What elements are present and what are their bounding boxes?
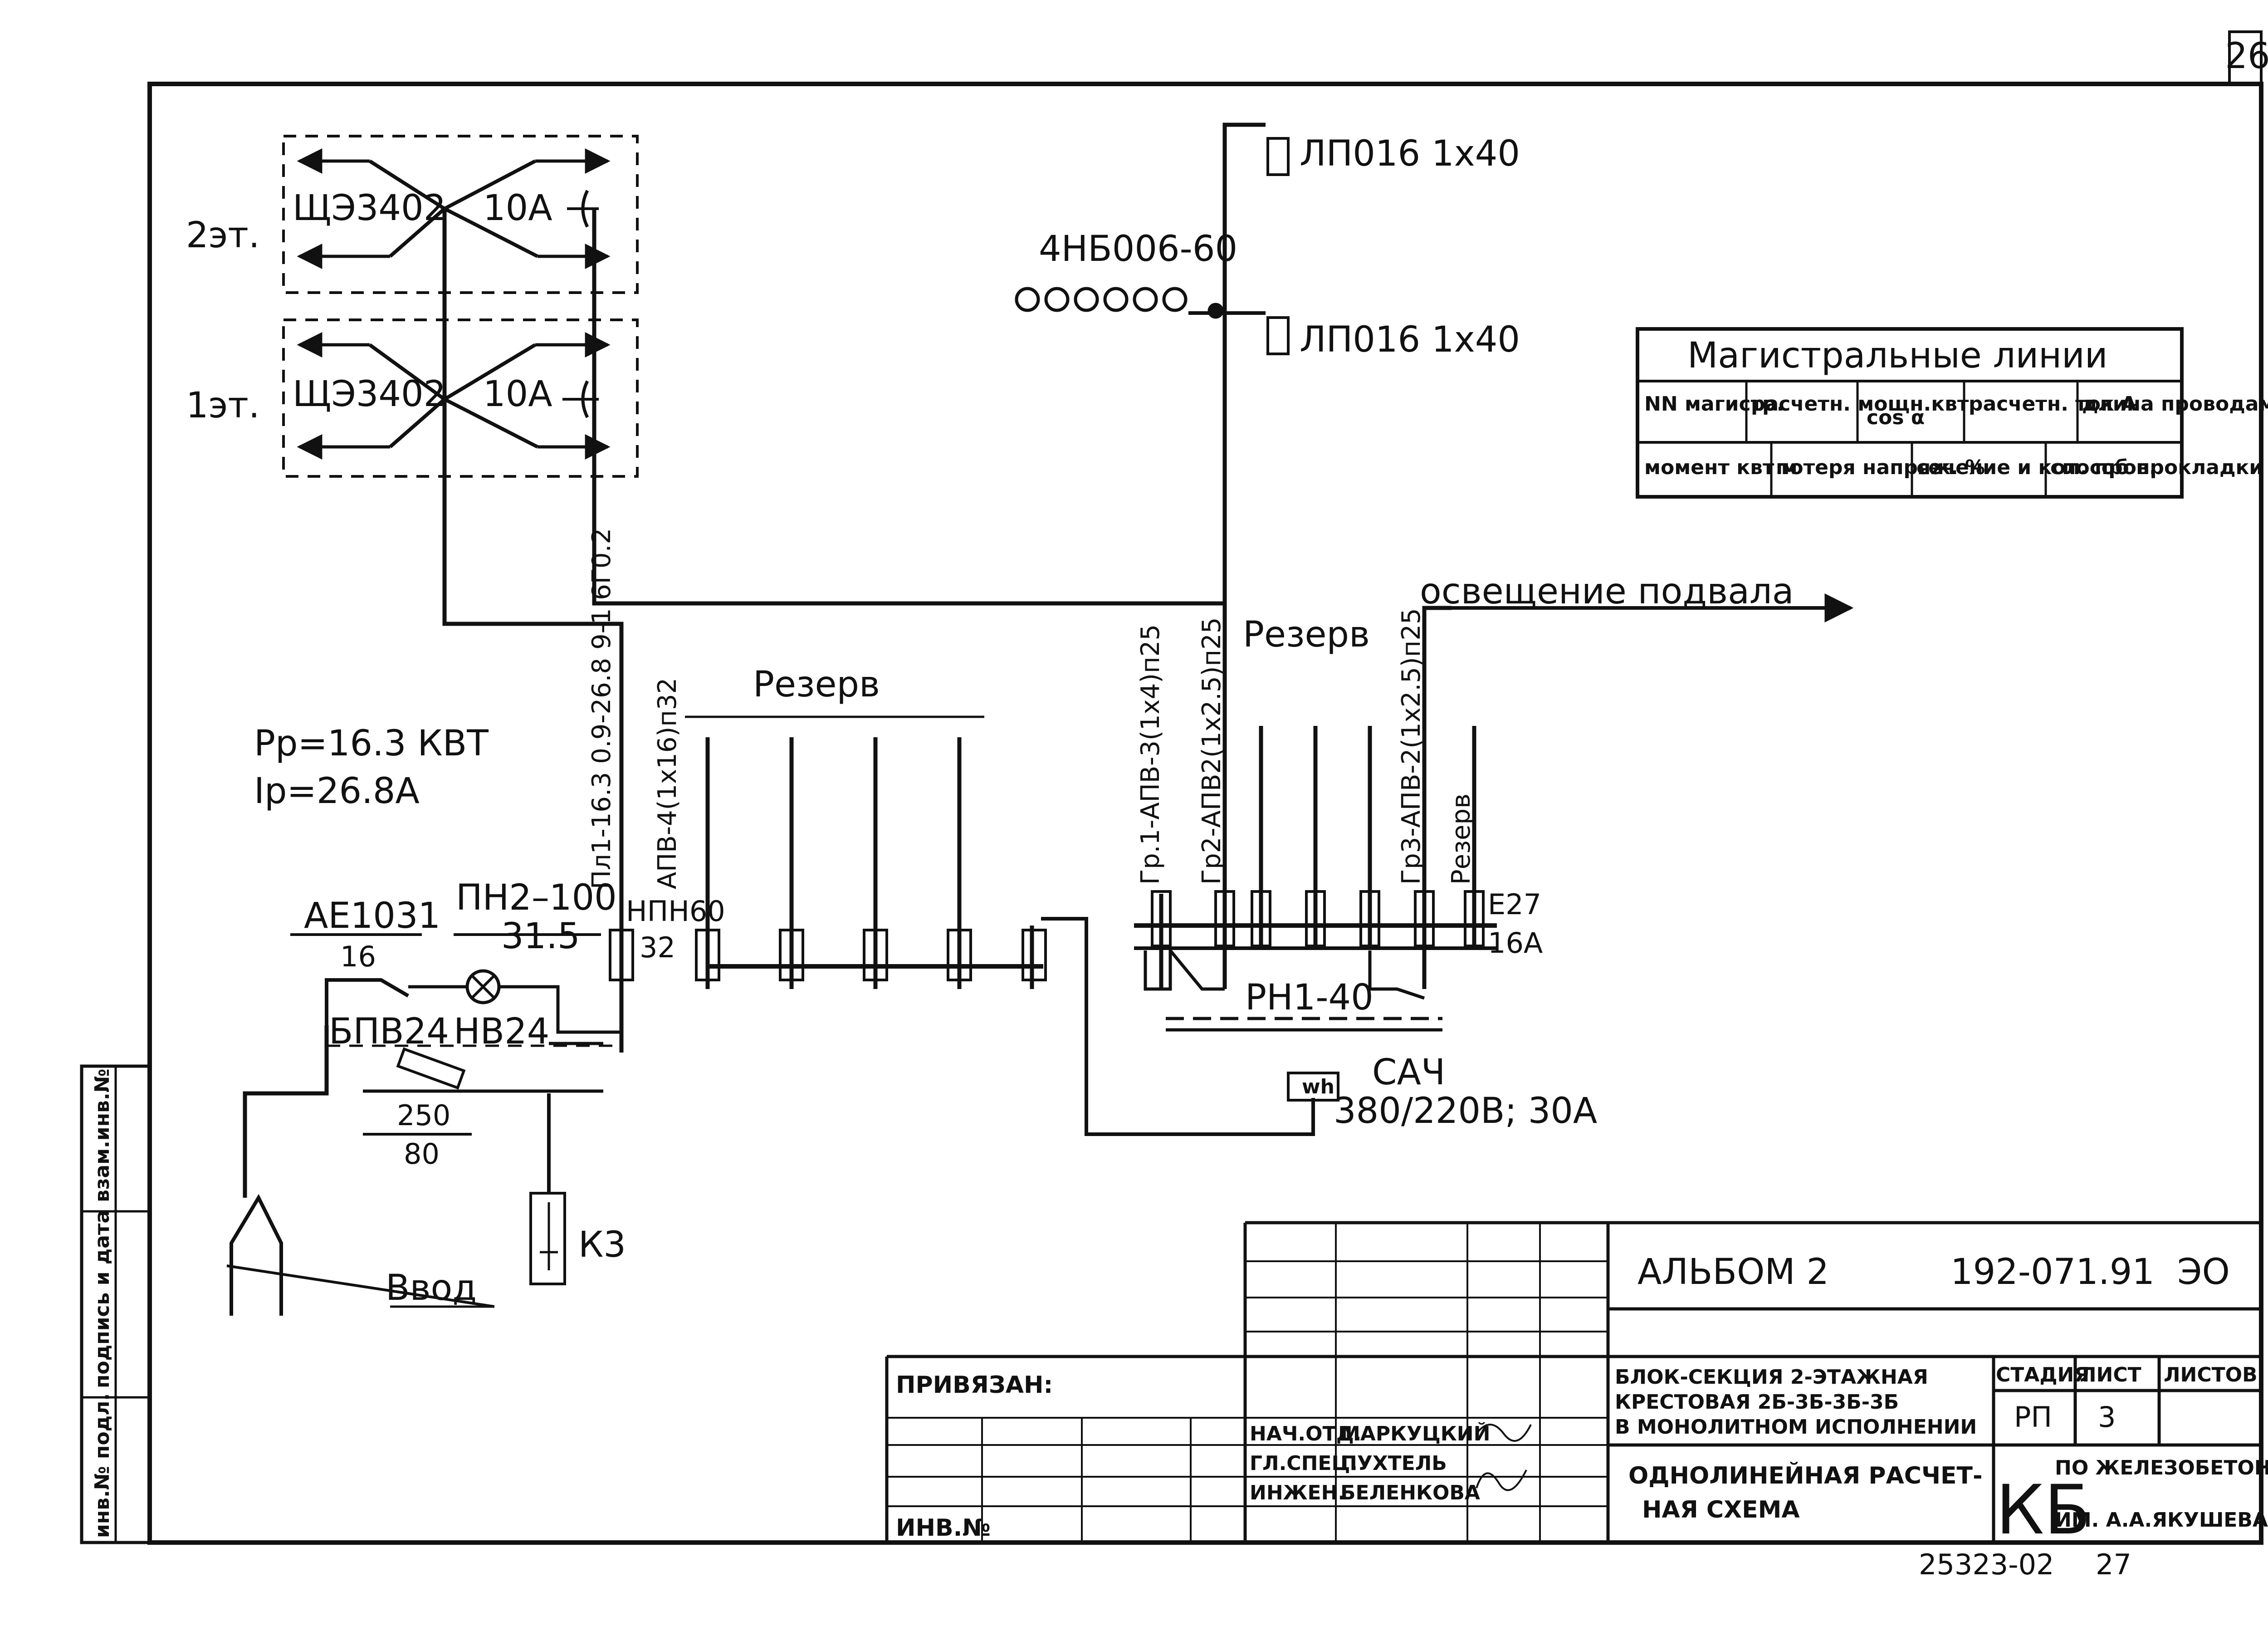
title-block-frame [885, 1221, 2261, 1543]
floor1-panel [282, 318, 639, 478]
footer-number: 25323-02 [1919, 1548, 2054, 1581]
lamp-label: НВ24 [454, 1011, 549, 1052]
role-label: ГЛ.СПЕЦ. [1250, 1452, 1358, 1475]
fuse-symbol [396, 1047, 466, 1090]
sheet-number: 26 [2225, 36, 2268, 77]
fuse-frac-top: 250 [397, 1099, 450, 1132]
fixture-bottom [1266, 316, 1290, 355]
fixture-top [1266, 137, 1290, 176]
footer-page: 27 [2096, 1548, 2131, 1581]
group3-spec: Гр3-АПВ-2(1х2.5)п25 [1397, 608, 1426, 885]
legend-cell: NN магистр. [1644, 392, 1784, 416]
fuse-frac-bottom: 80 [404, 1137, 440, 1171]
role-name: ПУХТЕЛЬ [1340, 1452, 1447, 1475]
entry-label: Ввод [386, 1268, 477, 1308]
legend-cell: способ прокладки [2050, 456, 2263, 479]
breaker-rating: 16 [340, 940, 376, 973]
switch-label: РН1-40 [1245, 977, 1374, 1018]
design-current: Iр=26.8А [254, 771, 420, 812]
drawing-frame [147, 82, 2263, 1545]
right-fuse-current: 16А [1488, 926, 1543, 960]
drawing-title-line: ОДНОЛИНЕЙНАЯ РАСЧЕТ- [1628, 1462, 1983, 1489]
left-reserve-label: Резерв [753, 664, 880, 705]
legend-cell: расчетн. мощн.квт [1751, 392, 1969, 416]
object-line: КРЕСТОВАЯ 2Б-3Б-3Б-3Б [1615, 1391, 1899, 1414]
sheet-value: 3 [2098, 1401, 2116, 1434]
reserve-vertical: Резерв [1447, 793, 1476, 885]
side-stamp-cell: взам.инв.№ [91, 1068, 114, 1202]
legend-cell: потеря напряж. % [1776, 456, 1985, 479]
right-fuse-type: Е27 [1488, 888, 1541, 921]
lamp-group-label: 4НБ006-60 [1039, 229, 1237, 269]
org-line: ПО ЖЕЛЕЗОБЕТОНУ [2055, 1456, 2268, 1479]
line2-spec: АПВ-4(1х16)п32 [653, 678, 682, 889]
fixture-bottom-label: ЛП016 1х40 [1300, 319, 1520, 360]
meter-label: САЧ [1372, 1052, 1445, 1093]
group2-spec: Гр2-АПВ2(1х2.5)п25 [1197, 617, 1227, 885]
privyazan-label: ПРИВЯЗАН: [896, 1371, 1053, 1399]
sheets-header: ЛИСТОВ [2164, 1363, 2258, 1386]
sheet-header: ЛИСТ [2080, 1363, 2141, 1386]
meter-rating: 380/220В; 30А [1334, 1091, 1597, 1131]
fixture-top-label: ЛП016 1х40 [1300, 133, 1520, 174]
legend-cell: момент квт м [1644, 456, 1798, 479]
role-name: БЕЛЕНКОВА [1340, 1481, 1480, 1504]
side-stamp-cell: подпись и дата [91, 1210, 114, 1388]
legend-cell: cos α [1867, 406, 1925, 429]
drawing-title-line: НАЯ СХЕМА [1642, 1496, 1800, 1523]
floor2-label: 2эт. [186, 215, 260, 256]
meter-symbol-text: wh [1302, 1075, 1334, 1098]
legend-cell: сечение и кол. пров. [1916, 456, 2157, 479]
right-reserve-label: Резерв [1243, 614, 1370, 655]
floor2-panel-name: ЩЭ3402 [293, 188, 446, 229]
sheet-number-box [2228, 30, 2263, 85]
group1-spec: Гр.1-АПВ-3(1х4)п25 [1136, 624, 1165, 885]
inventory-label: ИНВ.№ [896, 1514, 991, 1542]
org-line: ИМ. А.А.ЯКУШЕВА [2055, 1509, 2268, 1532]
floor1-current: 10А [483, 374, 552, 415]
side-stamp-cell: инв.№ подл. [91, 1393, 114, 1538]
role-name: МАРКУЦКИЙ [1340, 1421, 1490, 1445]
role-label: ИНЖЕН. [1250, 1481, 1345, 1504]
project-mark: ЭО [2177, 1252, 2230, 1293]
design-power: Pр=16.3 КВТ [254, 723, 489, 764]
left-fuse-rating: 32 [640, 931, 675, 964]
legend-cell: длина проводам [2082, 392, 2268, 416]
stage-header: СТАДИЯ [1996, 1363, 2089, 1386]
legend-title: Магистральные линии [1687, 335, 2108, 376]
short-circuit-label: К3 [578, 1224, 626, 1265]
lamp-group [1015, 287, 1224, 319]
floor2-panel [282, 135, 639, 294]
line1-spec: Пл1-16.3 0.9-26.8 9-1.6Г0.2 [587, 528, 616, 889]
fuse-type: ПН2–100 [456, 877, 617, 918]
legend-cell: расчетн. ток А [1969, 392, 2136, 416]
floor1-label: 1эт. [186, 385, 260, 426]
block-label: БПВ24 [329, 1011, 449, 1052]
org-logo: КБ [1996, 1471, 2091, 1550]
album-label: АЛЬБОМ 2 [1637, 1252, 1829, 1293]
legend-table [1636, 327, 2184, 499]
project-code: 192-071.91 [1950, 1252, 2155, 1293]
breaker-type: АЕ1031 [304, 896, 440, 936]
floor2-current: 10А [483, 188, 552, 229]
floor1-panel-name: ЩЭ3402 [293, 374, 446, 415]
left-fuse-type: НПН60 [626, 895, 725, 928]
object-line: В МОНОЛИТНОМ ИСПОЛНЕНИИ [1615, 1415, 1977, 1439]
role-label: НАЧ.ОТД. [1250, 1422, 1361, 1445]
basement-lighting-label: освещение подвала [1420, 571, 1794, 612]
object-line: БЛОК-СЕКЦИЯ 2-ЭТАЖНАЯ [1615, 1366, 1928, 1389]
stage-value: РП [2014, 1401, 2052, 1434]
meter-symbol [1287, 1072, 1339, 1102]
fuse-rating: 31.5 [501, 916, 580, 957]
